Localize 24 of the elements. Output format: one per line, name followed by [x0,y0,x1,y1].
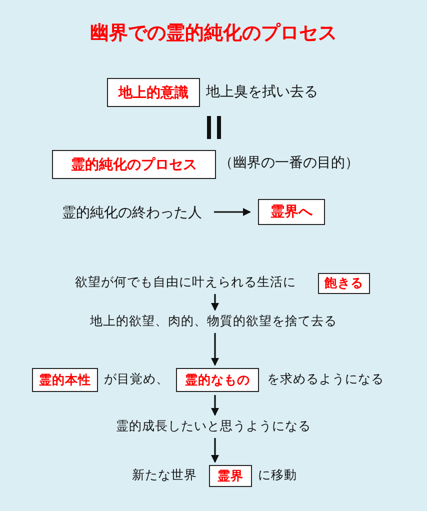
label-box: 霊的なもの [176,368,259,392]
note-text: （幽界の一番の目的） [219,154,359,172]
arrow [211,395,219,416]
arrow [211,333,219,366]
title: 幽界での霊的純化のプロセス [89,21,338,46]
note-text: が目覚め、 [104,371,169,388]
label-box: 飽きる [318,273,370,294]
step-text: 地上的欲望、肉的、物質的欲望を捨て去る [90,313,337,330]
note-text: 地上臭を拭い去る [206,83,318,101]
arrow [211,294,219,311]
label-box: 地上的意識 [107,78,200,107]
step-text: 欲望が何でも自由に叶えられる生活に [75,274,296,291]
equals-sign [207,114,221,141]
label-box: 霊的本性 [32,368,98,392]
step-text: 霊的成長したいと思うようになる [116,418,311,435]
label-box: 霊界 [209,465,252,487]
arrow [214,208,251,216]
label-box: 霊界へ [258,199,325,225]
arrow [211,438,219,463]
note-text: に移動 [258,467,297,484]
note-text: 新たな世界 [132,467,197,484]
note-text: を求めるようになる [267,371,384,388]
step-text: 霊的純化の終わった人 [62,204,202,222]
label-box: 霊的純化のプロセス [52,150,216,179]
